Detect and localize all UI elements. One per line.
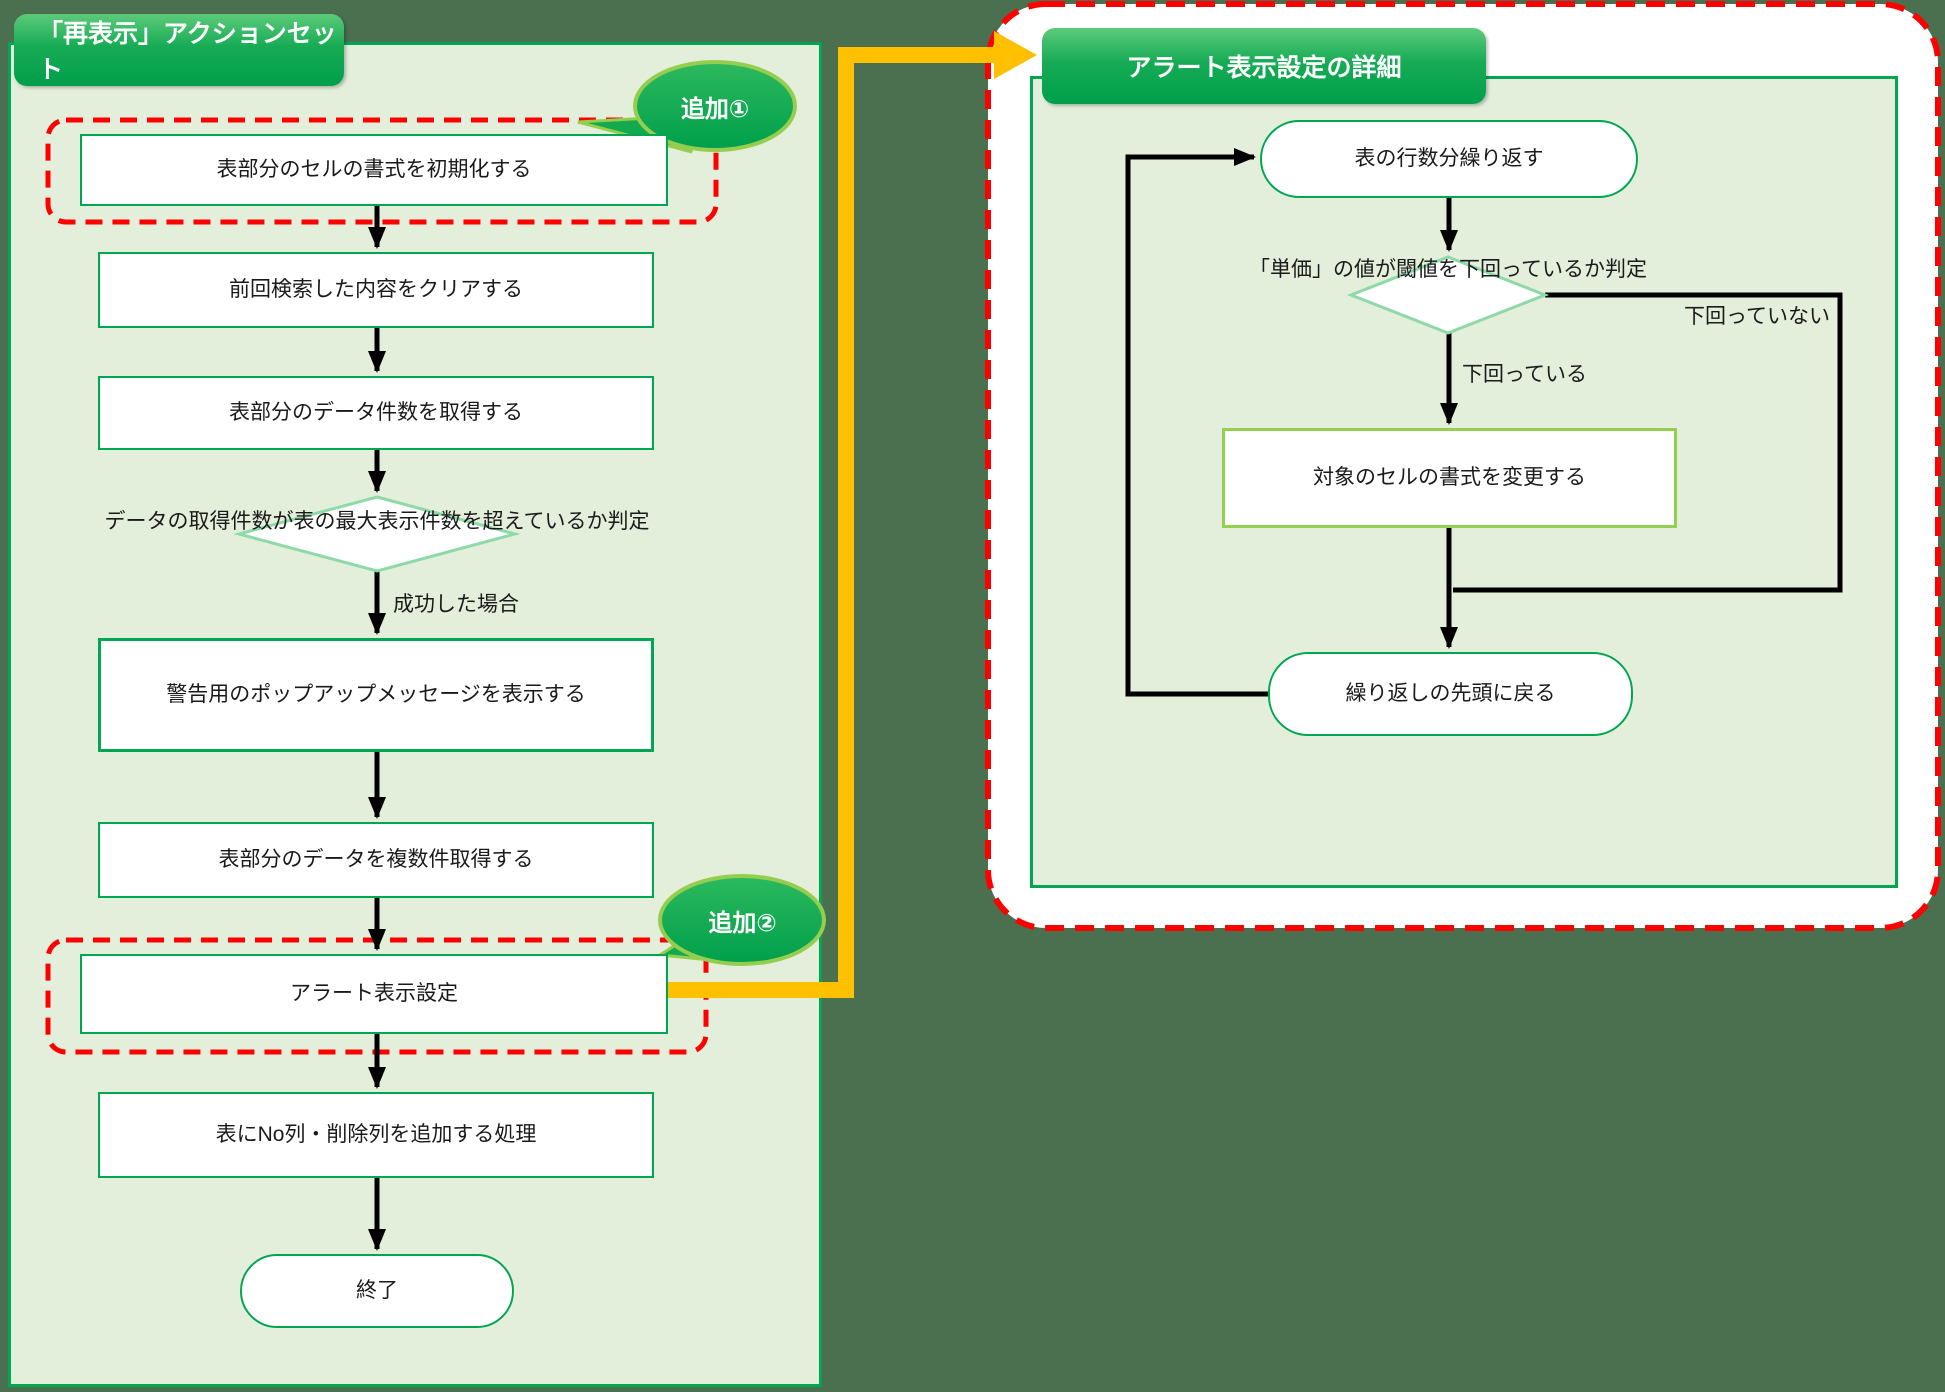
step-show-warning: 警告用のポップアップメッセージを表示する	[98, 638, 654, 752]
badge-add2: 追加②	[708, 909, 777, 937]
loop-start-terminator: 表の行数分繰り返す	[1260, 120, 1638, 198]
branch-success-label: 成功した場合	[393, 593, 519, 616]
step-add-columns: 表にNo列・削除列を追加する処理	[98, 1092, 654, 1178]
branch-below-label: 下回っている	[1462, 363, 1587, 386]
badge-add1: 追加①	[680, 95, 750, 123]
terminator-end: 終了	[240, 1254, 514, 1328]
step-change-format: 対象のセルの書式を変更する	[1222, 428, 1677, 528]
step-clear-previous: 前回検索した内容をクリアする	[98, 252, 654, 328]
step-get-count: 表部分のデータ件数を取得する	[98, 376, 654, 450]
step-init-format: 表部分のセルの書式を初期化する	[80, 134, 668, 206]
step-get-rows: 表部分のデータを複数件取得する	[98, 822, 654, 898]
left-panel-title: 「再表示」アクションセット	[14, 14, 344, 86]
step-alert-setting: アラート表示設定	[80, 954, 668, 1034]
right-panel-title: アラート表示設定の詳細	[1042, 28, 1486, 104]
right-panel-title-text: アラート表示設定の詳細	[1126, 54, 1402, 82]
decision-threshold-label: 「単価」の値が閾値を下回っているか判定	[1249, 258, 1647, 281]
decision-max-label: データの取得件数が表の最大表示件数を超えているか判定	[104, 510, 650, 533]
left-panel-title-text: 「再表示」アクションセット	[38, 20, 337, 84]
branch-not-below-label: 下回っていない	[1684, 305, 1830, 328]
loop-end-terminator: 繰り返しの先頭に戻る	[1268, 652, 1633, 736]
